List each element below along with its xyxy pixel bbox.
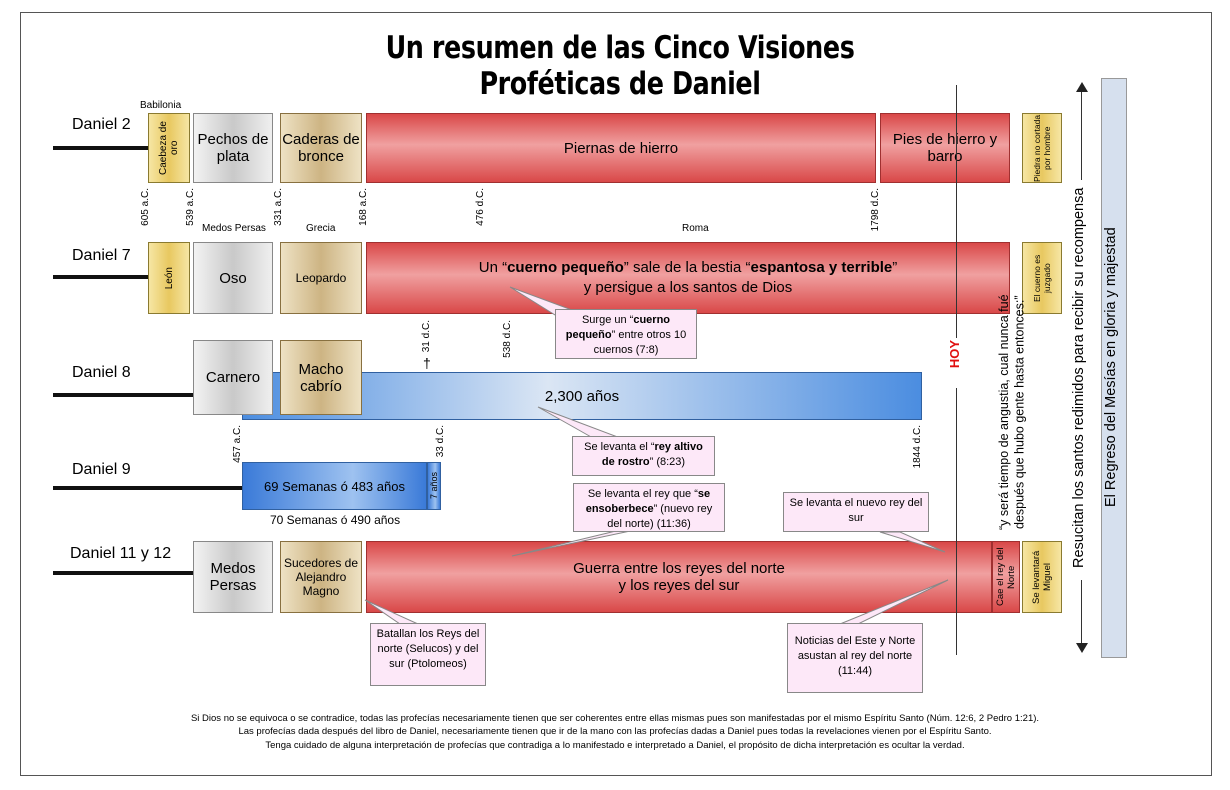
- beast-text-e: ”: [892, 258, 898, 276]
- north-king-falls-box: Cae el rey del Norte: [992, 541, 1020, 613]
- stone-box: Piedra no cortada por hombre: [1022, 113, 1062, 183]
- callout-south-king-text: Se levanta el nuevo rey del sur: [789, 497, 923, 524]
- callout-rey-altivo: Se levanta el “rey altivo de rostro” (8:…: [572, 436, 715, 476]
- timeline-line-daniel-11: [53, 571, 193, 575]
- leopard-text: Leopardo: [295, 271, 347, 285]
- medes-persians-text: Medos Persas: [209, 560, 257, 594]
- war-line-1: Guerra entre los reyes del norte: [573, 560, 785, 577]
- callout-north-king-a: Se levanta el rey que “: [587, 488, 698, 500]
- resurrection-text-bg: [1070, 180, 1094, 580]
- timeline-line-daniel-8: [53, 393, 193, 397]
- pointer-south-king: [879, 531, 946, 553]
- pointer-battle: [364, 599, 419, 625]
- beast-text-a: Un “: [478, 258, 508, 276]
- bronze-hips-box: Caderas de bronce: [280, 113, 362, 183]
- timeline-line-daniel-2: [53, 146, 148, 150]
- callout-news: Noticias del Este y Norte asustan al rey…: [787, 623, 923, 693]
- callout-rey-altivo-b: rey altivo de rostro: [601, 441, 703, 468]
- row-label-daniel-7: Daniel 7: [72, 247, 131, 264]
- row-label-daniel-8: Daniel 8: [72, 364, 131, 381]
- gold-head-box: Caebeza de oro: [148, 113, 190, 183]
- footer-line-2: Las profecías dada después del libro de …: [238, 726, 992, 738]
- row-label-daniel-2: Daniel 2: [72, 116, 131, 133]
- return-column: [1101, 78, 1127, 658]
- callout-little-horn: Surge un “cuerno pequeño” entre otros 10…: [555, 309, 697, 359]
- callout-south-king: Se levanta el nuevo rey del sur: [783, 492, 929, 532]
- callout-battle: Batallan los Reys del norte (Selucos) y …: [370, 623, 486, 686]
- years-2300-text: 2,300 años: [544, 387, 620, 405]
- callout-north-king-c: ” (nuevo rey del norte) (11:36): [607, 502, 713, 530]
- row-label-daniel-9: Daniel 9: [72, 461, 131, 478]
- lion-box: León: [148, 242, 190, 314]
- beast-text-c: ” sale de la bestia “: [623, 258, 751, 276]
- babilonia-label: Babilonia: [140, 100, 182, 111]
- cross-icon: †: [423, 355, 431, 371]
- footer-notes: Si Dios no se equivoca o se contradice, …: [40, 712, 1190, 752]
- callout-little-horn-b: cuerno pequeño: [565, 314, 671, 341]
- beast-text-d: espantosa y terrible: [750, 258, 893, 276]
- empire-medos-persas: Medos Persas: [202, 223, 266, 234]
- footer-line-3: Tenga cuidado de alguna interpretación d…: [265, 739, 965, 751]
- footer-line-1: Si Dios no se equivoca o se contradice, …: [190, 713, 1040, 724]
- callout-little-horn-a: Surge un “: [581, 314, 634, 326]
- horn-judged-box: El cuerno es juzgado: [1022, 242, 1062, 314]
- war-line-2: y los reyes del sur: [618, 577, 740, 594]
- silver-chest-box: Pechos de plata: [193, 113, 273, 183]
- alexander-successors-text: Sucedores de Alejandro Magno: [283, 556, 359, 598]
- silver-chest-text: Pechos de plata: [197, 131, 269, 165]
- callout-news-text: Noticias del Este y Norte asustan al rey…: [794, 635, 916, 677]
- empire-grecia: Grecia: [306, 223, 336, 234]
- bear-box: Oso: [193, 242, 273, 314]
- weeks-69-text: 69 Semanas ó 483 años: [264, 478, 405, 494]
- beast-text-line2: y persigue a los santos de Dios: [583, 279, 793, 296]
- leopard-box: Leopardo: [280, 242, 362, 314]
- pointer-news: [839, 579, 949, 625]
- weeks-69-bar: 69 Semanas ó 483 años: [242, 462, 427, 510]
- bear-text: Oso: [219, 269, 247, 287]
- arrow-down-icon: [1076, 643, 1088, 653]
- arrow-up-icon: [1076, 82, 1088, 92]
- pointer-north-king: [511, 529, 636, 557]
- callout-little-horn-c: ” entre otros 10 cuernos (7:8): [593, 328, 687, 356]
- iron-clay-feet-text: Pies de hierro y barro: [892, 131, 998, 165]
- weeks-70-label: 70 Semanas ó 490 años: [270, 513, 401, 527]
- callout-north-king-b: se ensoberbece: [585, 488, 711, 515]
- ram-text: Carnero: [205, 369, 261, 386]
- iron-legs-text: Piernas de hierro: [563, 139, 679, 157]
- callout-battle-text: Batallan los Reys del norte (Selucos) y …: [376, 628, 480, 670]
- terrible-beast-box: Un “cuerno pequeño” sale de la bestia “e…: [366, 242, 1010, 314]
- empire-roma: Roma: [682, 223, 709, 234]
- callout-rey-altivo-c: ” (8:23): [649, 455, 686, 468]
- medes-persians-box: Medos Persas: [193, 541, 273, 613]
- callout-north-king: Se levanta el rey que “se ensoberbece” (…: [573, 483, 725, 532]
- row-label-daniel-11-12: Daniel 11 y 12: [70, 545, 172, 562]
- timeline-line-daniel-7: [53, 275, 148, 279]
- timeline-line-daniel-9: [53, 486, 243, 490]
- alexander-successors-box: Sucedores de Alejandro Magno: [280, 541, 362, 613]
- goat-box: Macho cabrío: [280, 340, 362, 415]
- years-7-bar: 7 años: [427, 462, 441, 510]
- bronze-hips-text: Caderas de bronce: [282, 131, 360, 165]
- today-label-bg: [946, 338, 968, 388]
- callout-rey-altivo-a: Se levanta el “: [584, 441, 655, 453]
- iron-legs-box: Piernas de hierro: [366, 113, 876, 183]
- goat-text: Macho cabrío: [298, 360, 344, 395]
- ram-box: Carnero: [193, 340, 273, 415]
- michael-box: Se levantará Miguel: [1022, 541, 1062, 613]
- beast-text-b: cuerno pequeño: [507, 258, 624, 276]
- page-title: Un resumen de las Cinco Visiones Proféti…: [385, 30, 855, 102]
- iron-clay-feet-box: Pies de hierro y barro: [880, 113, 1010, 183]
